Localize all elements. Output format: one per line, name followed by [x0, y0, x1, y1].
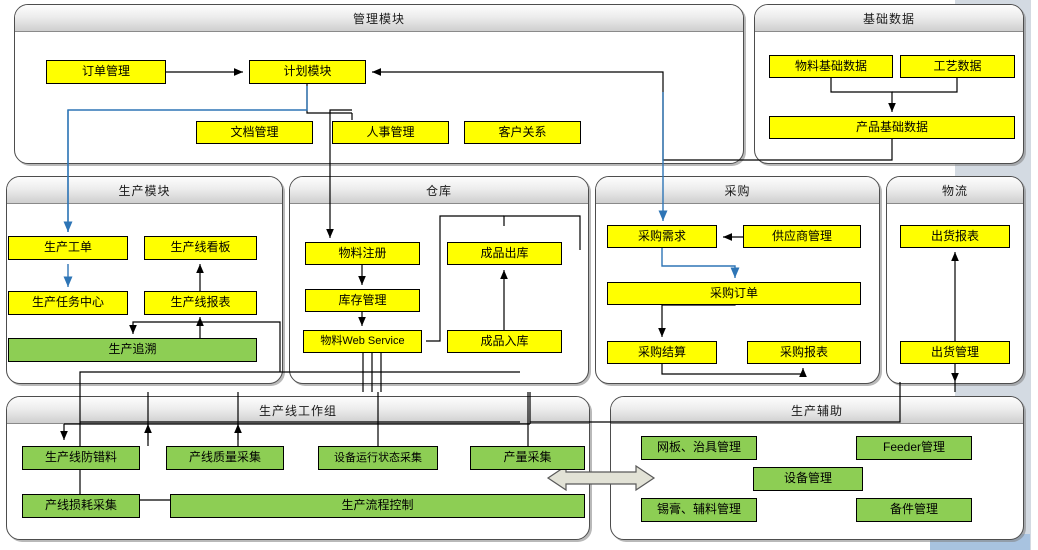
- node-label: 物料注册: [338, 245, 387, 260]
- node-stencil-fixture-management[interactable]: 网板、治具管理: [641, 436, 757, 460]
- node-line-kanban[interactable]: 生产线看板: [144, 236, 257, 260]
- panel-body-basic-data: [755, 31, 1023, 163]
- node-label: 库存管理: [338, 292, 387, 307]
- node-label: 采购结算: [637, 344, 686, 359]
- panel-title-line-workgroup: 生产线工作组: [7, 397, 589, 424]
- node-document-management[interactable]: 文档管理: [196, 121, 313, 144]
- node-finished-goods-in[interactable]: 成品入库: [447, 330, 562, 353]
- node-purchase-settlement[interactable]: 采购结算: [607, 341, 717, 364]
- node-label: 生产任务中心: [31, 295, 104, 310]
- panel-title-purchase: 采购: [596, 177, 879, 204]
- node-label: 产线质量采集: [188, 450, 261, 465]
- node-label: 设备管理: [783, 471, 832, 486]
- panel-title-warehouse: 仓库: [290, 177, 588, 204]
- node-planning-module[interactable]: 计划模块: [249, 60, 366, 84]
- panel-title-logistics: 物流: [887, 177, 1023, 204]
- panel-title-management: 管理模块: [15, 5, 743, 32]
- node-label: 出货管理: [930, 344, 979, 359]
- node-label: 采购报表: [779, 344, 828, 359]
- node-material-base-data[interactable]: 物料基础数据: [769, 55, 893, 78]
- node-label: 产量采集: [503, 450, 552, 465]
- node-label: 生产追溯: [108, 342, 157, 357]
- node-equipment-status-capture[interactable]: 设备运行状态采集: [318, 446, 438, 470]
- node-order-management[interactable]: 订单管理: [46, 60, 166, 84]
- node-product-base-data[interactable]: 产品基础数据: [769, 116, 1015, 139]
- node-label: 采购需求: [637, 228, 686, 243]
- node-label: 生产线防错料: [44, 450, 117, 465]
- node-shipment-report[interactable]: 出货报表: [900, 225, 1010, 248]
- panel-basic-data[interactable]: 基础数据: [754, 4, 1024, 164]
- panel-title-basic-data: 基础数据: [755, 5, 1023, 32]
- node-label: 计划模块: [283, 64, 332, 79]
- node-label: 网板、治具管理: [656, 440, 741, 455]
- node-material-web-service[interactable]: 物料Web Service: [303, 330, 422, 353]
- node-hr-management[interactable]: 人事管理: [332, 121, 449, 144]
- node-label: 设备运行状态采集: [334, 451, 422, 464]
- panel-title-production: 生产模块: [7, 177, 282, 204]
- node-line-report[interactable]: 生产线报表: [144, 291, 257, 315]
- node-label: Feeder管理: [882, 440, 946, 455]
- node-customer-relations[interactable]: 客户关系: [464, 121, 581, 144]
- node-finished-goods-out[interactable]: 成品出库: [447, 242, 562, 265]
- node-shipment-management[interactable]: 出货管理: [900, 341, 1010, 364]
- node-label: 物料基础数据: [794, 58, 867, 73]
- node-spare-parts-management[interactable]: 备件管理: [856, 498, 972, 522]
- node-label: 工艺数据: [933, 58, 982, 73]
- node-label: 人事管理: [366, 124, 415, 139]
- node-inventory-management[interactable]: 库存管理: [305, 289, 420, 312]
- node-label: 生产流程控制: [341, 498, 414, 513]
- panel-title-production-aux: 生产辅助: [611, 397, 1023, 424]
- node-purchase-order[interactable]: 采购订单: [607, 282, 861, 305]
- node-purchase-requirement[interactable]: 采购需求: [607, 225, 717, 248]
- node-line-quality-capture[interactable]: 产线质量采集: [166, 446, 284, 470]
- node-label: 锡膏、辅料管理: [656, 502, 741, 517]
- node-material-registration[interactable]: 物料注册: [305, 242, 420, 265]
- node-label: 备件管理: [889, 502, 938, 517]
- node-output-capture[interactable]: 产量采集: [470, 446, 585, 470]
- node-label: 供应商管理: [771, 228, 832, 243]
- node-purchase-report[interactable]: 采购报表: [747, 341, 861, 364]
- node-label: 采购订单: [709, 285, 758, 300]
- node-process-data[interactable]: 工艺数据: [900, 55, 1015, 78]
- node-label: 产品基础数据: [855, 119, 928, 134]
- node-equipment-management[interactable]: 设备管理: [753, 467, 863, 491]
- node-label: 成品入库: [480, 333, 529, 348]
- node-label: 产线损耗采集: [44, 498, 117, 513]
- node-process-control[interactable]: 生产流程控制: [170, 494, 585, 518]
- node-label: 生产工单: [43, 240, 92, 255]
- node-line-loss-capture[interactable]: 产线损耗采集: [22, 494, 140, 518]
- node-label: 出货报表: [930, 228, 979, 243]
- node-label: 生产线看板: [170, 240, 231, 255]
- node-production-task-center[interactable]: 生产任务中心: [8, 291, 128, 315]
- node-label: 生产线报表: [170, 295, 231, 310]
- node-label: 物料Web Service: [320, 335, 405, 348]
- node-label: 订单管理: [81, 64, 130, 79]
- node-feeder-management[interactable]: Feeder管理: [856, 436, 972, 460]
- node-supplier-management[interactable]: 供应商管理: [743, 225, 861, 248]
- node-production-traceability[interactable]: 生产追溯: [8, 338, 257, 362]
- node-production-work-order[interactable]: 生产工单: [8, 236, 128, 260]
- node-label: 文档管理: [230, 124, 279, 139]
- panel-body-line-workgroup: [7, 423, 589, 539]
- node-solder-paste-management[interactable]: 锡膏、辅料管理: [641, 498, 757, 522]
- node-label: 成品出库: [480, 245, 529, 260]
- node-line-error-prevention[interactable]: 生产线防错料: [22, 446, 140, 470]
- node-label: 客户关系: [498, 124, 547, 139]
